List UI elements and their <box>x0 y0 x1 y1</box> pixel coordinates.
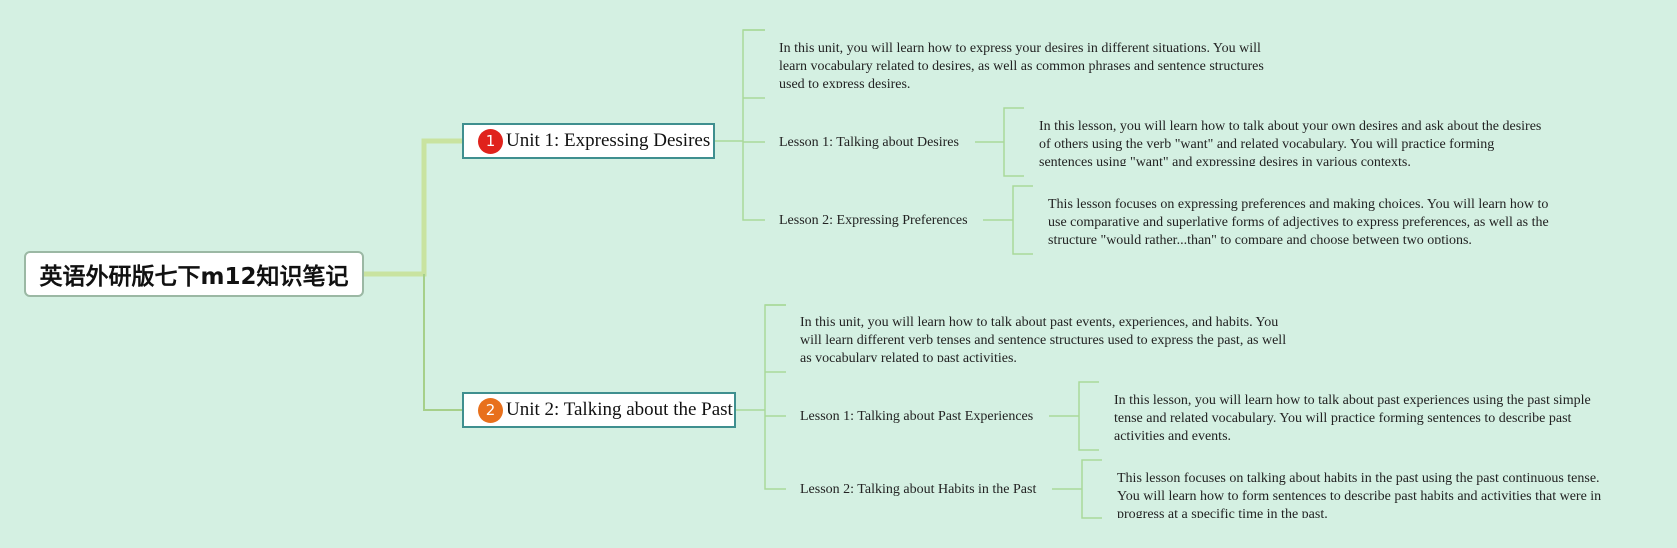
unit-1-summary[interactable]: In this unit, you will learn how to expr… <box>779 41 1264 88</box>
unit-1-lesson-1-title[interactable]: Lesson 1: Talking about Desires <box>779 135 959 150</box>
unit2-lesson2-connector <box>1052 459 1102 519</box>
unit1-bracket <box>742 29 765 221</box>
unit-2-lesson-2-title[interactable]: Lesson 2: Talking about Habits in the Pa… <box>800 482 1037 497</box>
unit-1-lesson-2-description[interactable]: This lesson focuses on expressing prefer… <box>1048 197 1549 244</box>
root-topic[interactable]: 英语外研版七下m12知识笔记 <box>24 251 364 297</box>
unit1-lesson2-connector <box>983 185 1033 255</box>
unit-1-topic[interactable]: 1 Unit 1: Expressing Desires <box>462 123 715 159</box>
unit-2-lesson-1-description[interactable]: In this lesson, you will learn how to ta… <box>1114 393 1591 440</box>
root-topic-title: 英语外研版七下m12知识笔记 <box>39 264 349 290</box>
unit-2-lesson-2-description[interactable]: This lesson focuses on talking about hab… <box>1117 471 1602 518</box>
unit2-summary-bracket <box>765 304 786 373</box>
unit2-bracket <box>764 304 786 490</box>
priority-1-icon: 1 <box>478 128 503 154</box>
root-connector <box>364 138 462 277</box>
unit1-lesson1-connector <box>975 107 1024 177</box>
unit1-summary-bracket <box>743 29 765 99</box>
root-connector-unit2 <box>423 274 462 411</box>
unit-2-lesson-1-title[interactable]: Lesson 1: Talking about Past Experiences <box>800 409 1034 424</box>
unit-1-title: Unit 1: Expressing Desires <box>506 130 711 151</box>
priority-2-icon: 2 <box>478 397 503 423</box>
unit-1-lesson-1-description[interactable]: In this lesson, you will learn how to ta… <box>1039 119 1542 166</box>
unit-1-lesson-2-title[interactable]: Lesson 2: Expressing Preferences <box>779 213 968 228</box>
unit2-lesson1-connector <box>1049 381 1099 451</box>
unit-2-summary[interactable]: In this unit, you will learn how to talk… <box>800 315 1287 362</box>
unit-2-title: Unit 2: Talking about the Past <box>506 399 733 420</box>
unit-2-topic[interactable]: 2 Unit 2: Talking about the Past <box>462 392 736 428</box>
